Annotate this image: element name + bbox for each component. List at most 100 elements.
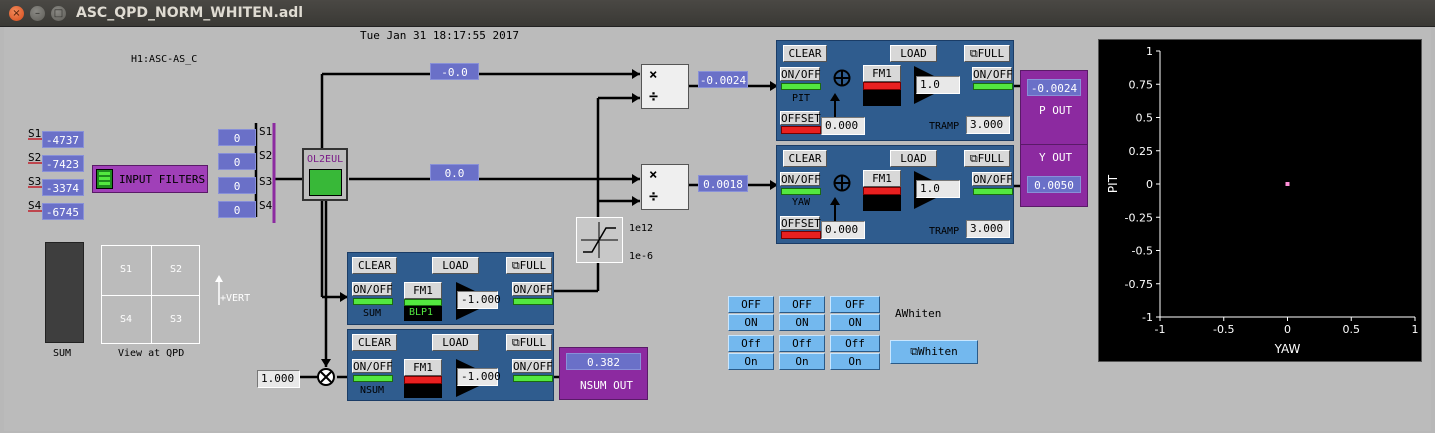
segment-output-label: S1 [259, 125, 273, 138]
full-button[interactable]: ⧉FULL [964, 45, 1010, 62]
segment-label: S1 [28, 127, 42, 140]
whiten2-on-button-3[interactable]: On [830, 353, 880, 370]
divide-icon: ÷ [649, 187, 659, 205]
gain-input[interactable]: 1.0 [916, 76, 960, 94]
segment-value: -7423 [42, 155, 84, 172]
segment-output-label: S4 [259, 199, 273, 212]
output-onoff-lamp [513, 298, 553, 305]
segment-output-value: 0 [218, 177, 256, 194]
clear-button[interactable]: CLEAR [352, 257, 397, 274]
yaw-out-value: 0.0050 [1027, 176, 1081, 193]
maximize-window-button[interactable]: □ [51, 6, 66, 21]
full-button[interactable]: ⧉FULL [964, 150, 1010, 167]
output-onoff-lamp [513, 375, 553, 382]
gain-input[interactable]: -1.000 [457, 291, 501, 309]
sum-bar [45, 242, 84, 343]
output-onoff-button[interactable]: ON/OFF [512, 359, 553, 373]
nsum-out-label: NSUM OUT [580, 379, 633, 392]
segment-output-value: 0 [218, 153, 256, 170]
segment-output-label: S3 [259, 175, 273, 188]
fm1-filter-name: BLP1 [409, 307, 434, 318]
qpd-quadrant: S2 [170, 264, 183, 275]
input-onoff-button[interactable]: ON/OFF [780, 172, 821, 186]
pit-normalized-value: -0.0024 [698, 71, 748, 88]
yaw-out-panel: Y OUT 0.0050 [1020, 144, 1088, 207]
whiten2-on-button-2[interactable]: On [779, 353, 825, 370]
fm1-button[interactable]: FM1 [404, 359, 442, 376]
fm1-button[interactable]: FM1 [863, 65, 901, 82]
segment-output-value: 0 [218, 129, 256, 146]
whiten-off-button-2[interactable]: OFF [779, 296, 825, 313]
offset-button[interactable]: OFFSET [780, 111, 821, 125]
pit-filter-module: CLEAR LOAD ⧉FULL ON/OFF PIT FM1 1.0 ON/O… [776, 40, 1014, 141]
output-onoff-button[interactable]: ON/OFF [972, 67, 1013, 81]
summing-junction-icon [833, 69, 851, 87]
offset-arrow-icon [830, 197, 840, 221]
filter-bank-icon [96, 169, 113, 189]
ol2eul-label: OL2EUL [307, 154, 344, 165]
sum-bar-label: SUM [53, 348, 72, 359]
whiten-off-button-3[interactable]: OFF [830, 296, 880, 313]
fm1-button[interactable]: FM1 [404, 282, 442, 299]
whiten-off-button-1[interactable]: OFF [728, 296, 774, 313]
qpd-quadrant: S1 [120, 264, 133, 275]
fm1-status [863, 187, 901, 211]
gain-input[interactable]: 1.0 [916, 180, 960, 198]
clear-button[interactable]: CLEAR [352, 334, 397, 351]
minimize-window-button[interactable]: – [30, 6, 45, 21]
x-tick-label: -0.5 [1213, 323, 1234, 336]
whiten2-off-button-1[interactable]: Off [728, 335, 774, 352]
full-button[interactable]: ⧉FULL [506, 257, 552, 274]
tramp-label: TRAMP [929, 226, 960, 237]
fm1-button[interactable]: FM1 [863, 170, 901, 187]
pit-out-value: -0.0024 [1027, 79, 1081, 96]
whiten-on-button-1[interactable]: ON [728, 314, 774, 331]
whiten-on-button-2[interactable]: ON [779, 314, 825, 331]
y-tick-label: 0 [1146, 178, 1153, 191]
input-filters-button[interactable]: INPUT FILTERS [92, 165, 208, 193]
input-onoff-lamp [781, 83, 821, 90]
output-onoff-button[interactable]: ON/OFF [972, 172, 1013, 186]
matrix-grid-icon [309, 169, 342, 196]
whiten2-on-button-1[interactable]: On [728, 353, 774, 370]
whiten2-off-button-3[interactable]: Off [830, 335, 880, 352]
input-onoff-button[interactable]: ON/OFF [780, 67, 821, 81]
tramp-input[interactable]: 3.000 [966, 116, 1010, 134]
output-onoff-button[interactable]: ON/OFF [512, 282, 553, 296]
y-tick-label: -0.25 [1125, 211, 1153, 224]
clear-button[interactable]: CLEAR [783, 150, 827, 167]
load-button[interactable]: LOAD [432, 257, 479, 274]
ol2eul-matrix-button[interactable]: OL2EUL [302, 148, 348, 201]
gain-input[interactable]: -1.000 [457, 368, 501, 386]
y-tick-label: 0.5 [1136, 112, 1154, 125]
load-button[interactable]: LOAD [432, 334, 479, 351]
tramp-input[interactable]: 3.000 [966, 220, 1010, 238]
y-tick-label: -1 [1142, 311, 1153, 324]
x-tick-label: 0.5 [1343, 323, 1361, 336]
tramp-label: TRAMP [929, 121, 960, 132]
qpd-view: S1 S2 S4 S3 [101, 245, 200, 344]
window-title: ASC_QPD_NORM_WHITEN.adl [76, 5, 304, 21]
input-onoff-lamp [781, 188, 821, 195]
whiten-related-display-button[interactable]: ⧉Whiten [890, 340, 978, 364]
fm1-status [404, 376, 442, 398]
load-button[interactable]: LOAD [890, 45, 937, 62]
yaw-input-value: 0.0 [430, 164, 479, 181]
segment-label: S3 [28, 175, 42, 188]
signal-wiring [28, 69, 1020, 386]
load-button[interactable]: LOAD [890, 150, 937, 167]
close-window-button[interactable]: × [9, 6, 24, 21]
input-onoff-button[interactable]: ON/OFF [352, 359, 393, 373]
input-onoff-button[interactable]: ON/OFF [352, 282, 393, 296]
offset-button[interactable]: OFFSET [780, 216, 821, 230]
whiten2-off-button-2[interactable]: Off [779, 335, 825, 352]
full-button[interactable]: ⧉FULL [506, 334, 552, 351]
clear-button[interactable]: CLEAR [783, 45, 827, 62]
offset-input[interactable]: 0.000 [821, 117, 865, 135]
x-tick-label: -1 [1155, 323, 1166, 336]
nsum-numerator-input[interactable]: 1.000 [257, 370, 300, 388]
whiten-on-button-3[interactable]: ON [830, 314, 880, 331]
y-tick-label: -0.75 [1125, 278, 1153, 291]
offset-input[interactable]: 0.000 [821, 221, 865, 239]
